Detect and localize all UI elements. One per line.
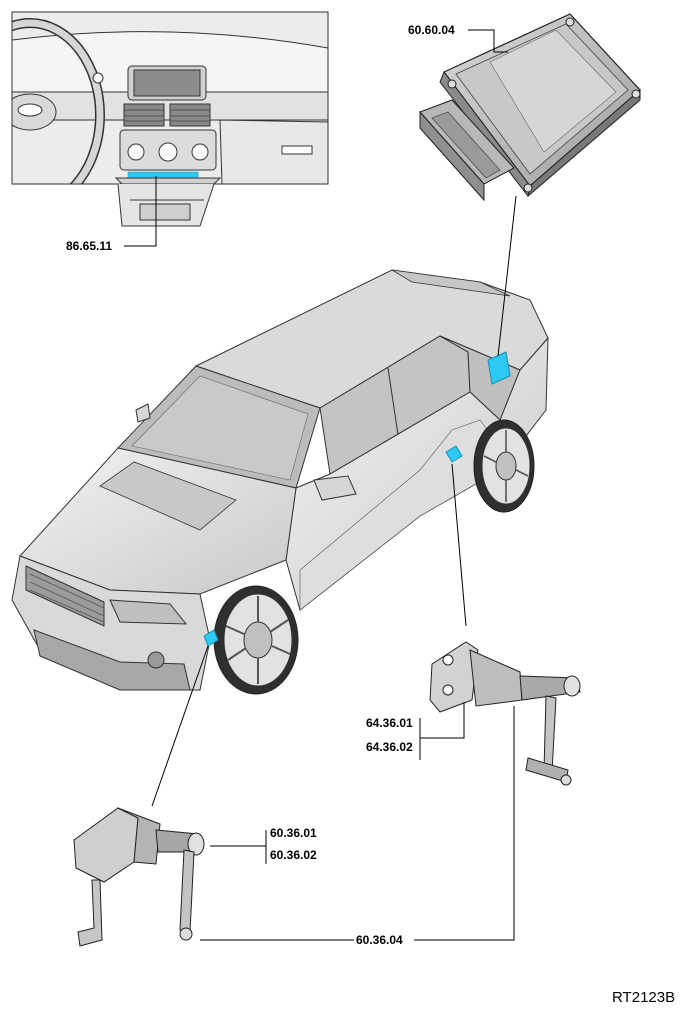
callout-60-36-02: 60.36.02 [270, 848, 317, 862]
callout-60-60-04: 60.60.04 [408, 23, 455, 37]
callout-64-36-01: 64.36.01 [366, 716, 413, 730]
dashboard-inset [11, 11, 329, 227]
control-module [419, 13, 641, 202]
callout-86-65-11: 86.65.11 [66, 239, 113, 253]
module-location-highlight [487, 351, 511, 385]
callout-64-36-02: 64.36.02 [366, 740, 413, 754]
switch-pack-highlight [127, 171, 199, 179]
rear-height-sensor [429, 641, 581, 786]
callout-60-36-01: 60.36.01 [270, 826, 317, 840]
callout-60-36-04: 60.36.04 [356, 933, 403, 947]
leader-lines [124, 29, 517, 941]
front-height-sensor [73, 807, 205, 947]
front-sensor-location-highlight [203, 629, 219, 647]
vehicle [11, 269, 549, 695]
rear-sensor-location-highlight [445, 445, 463, 463]
figure-reference: RT2123B [612, 989, 676, 1006]
